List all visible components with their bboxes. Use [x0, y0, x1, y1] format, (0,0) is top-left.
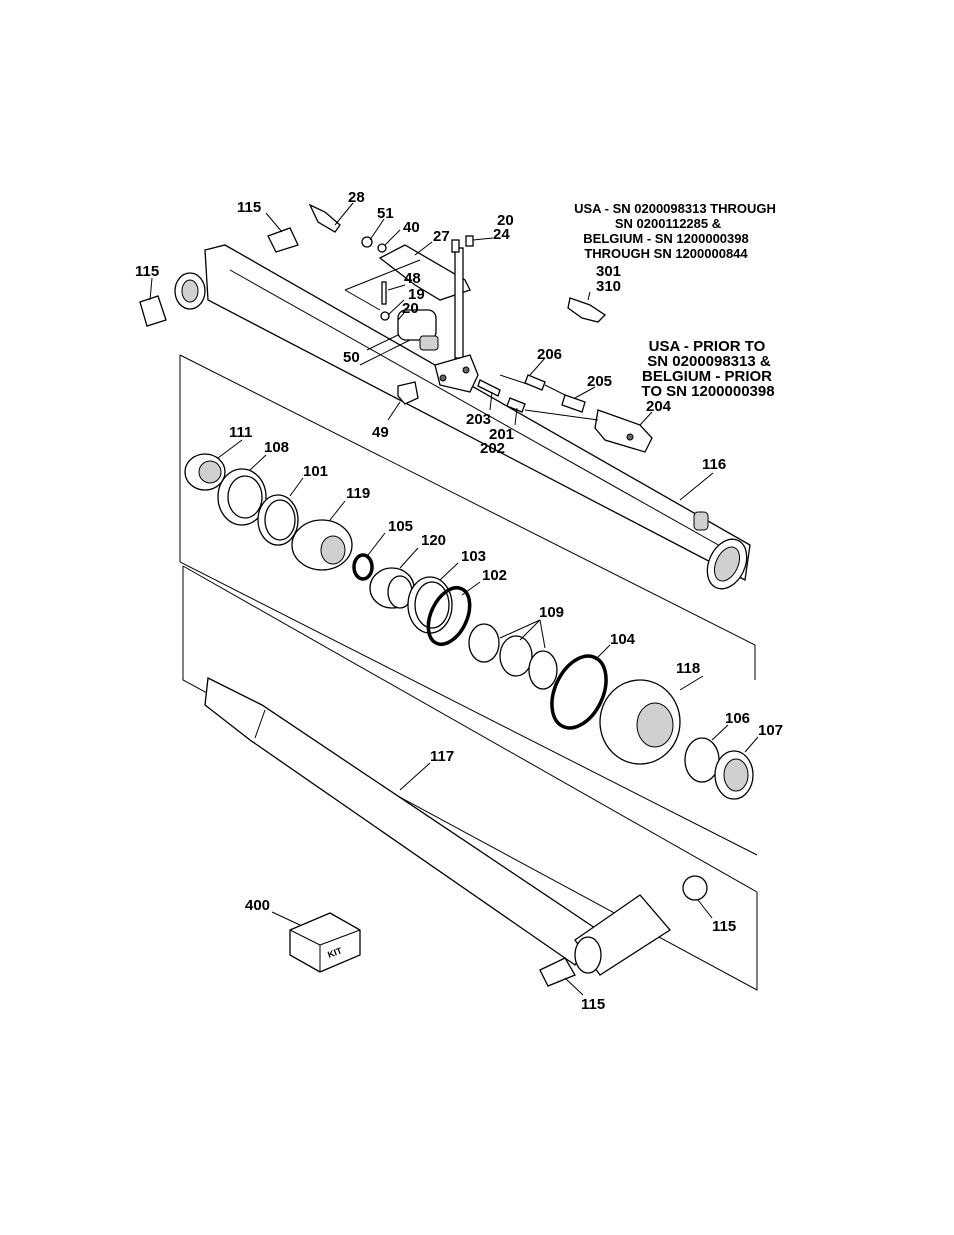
note-upper-line-2: SN 0200112285 &: [615, 216, 721, 231]
label-40: 40: [403, 219, 420, 236]
leader-lines: [149, 202, 759, 996]
kit-label: KIT: [326, 945, 344, 960]
label-106: 106: [725, 710, 750, 727]
label-206: 206: [537, 346, 562, 363]
seal-components: [184, 453, 754, 800]
note-lower-line-2: SN 0200098313 &: [647, 353, 771, 370]
label-205: 205: [587, 373, 612, 390]
exploded-view-guidelines: [179, 354, 758, 991]
label-301: 301: [596, 263, 621, 280]
note-lower-line-1: USA - PRIOR TO: [649, 338, 766, 355]
label-109: 109: [539, 604, 564, 621]
note-lower-line-3: BELGIUM - PRIOR: [642, 368, 772, 385]
label-48: 48: [404, 270, 421, 287]
label-115-bottom: 115: [581, 996, 605, 1013]
label-201: 201: [489, 426, 514, 443]
label-116: 116: [702, 456, 726, 473]
label-20-top: 20: [497, 212, 514, 229]
note-upper-line-1: USA - SN 0200098313 THROUGH: [574, 201, 776, 216]
label-24: 24: [493, 226, 510, 243]
label-101: 101: [303, 463, 328, 480]
label-49: 49: [372, 424, 389, 441]
label-115-top: 115: [237, 199, 261, 216]
label-104: 104: [610, 631, 636, 648]
pressure-sensor-assembly: [477, 297, 653, 453]
label-115-left: 115: [135, 263, 159, 280]
note-lower-line-4: TO SN 1200000398: [641, 383, 774, 400]
label-107: 107: [758, 722, 783, 739]
label-105: 105: [388, 518, 413, 535]
label-115-right: 115: [712, 918, 736, 935]
label-119: 119: [346, 485, 370, 502]
label-50: 50: [343, 349, 360, 366]
label-19: 19: [408, 286, 425, 303]
note-upper-line-4: THROUGH SN 1200000844: [584, 246, 748, 261]
label-120: 120: [421, 532, 446, 549]
label-118: 118: [676, 660, 700, 677]
seal-kit-box: KIT: [289, 912, 361, 973]
part-labels: 28 115 51 40 27 20 24 115 48 19 20 50 30…: [135, 189, 783, 1013]
label-400: 400: [245, 897, 270, 914]
label-27: 27: [433, 228, 450, 245]
note-upper-line-3: BELGIUM - SN 1200000398: [583, 231, 748, 246]
valve-bracket-assembly: [308, 203, 479, 405]
label-117: 117: [430, 748, 454, 765]
piston-rod: [204, 677, 708, 976]
label-203: 203: [466, 411, 491, 428]
label-51: 51: [377, 205, 394, 222]
label-204: 204: [646, 398, 672, 415]
serial-number-note-upper: USA - SN 0200098313 THROUGH SN 020011228…: [574, 201, 776, 261]
label-102: 102: [482, 567, 507, 584]
label-103: 103: [461, 548, 486, 565]
cylinder-barrel: [174, 244, 751, 590]
label-202: 202: [480, 440, 505, 457]
serial-number-note-lower: USA - PRIOR TO SN 0200098313 & BELGIUM -…: [641, 338, 774, 400]
label-20-mid: 20: [402, 300, 419, 317]
label-310: 310: [596, 278, 621, 295]
label-111: 111: [229, 424, 252, 441]
label-28: 28: [348, 189, 365, 206]
bushings: [139, 227, 576, 987]
label-108: 108: [264, 439, 289, 456]
